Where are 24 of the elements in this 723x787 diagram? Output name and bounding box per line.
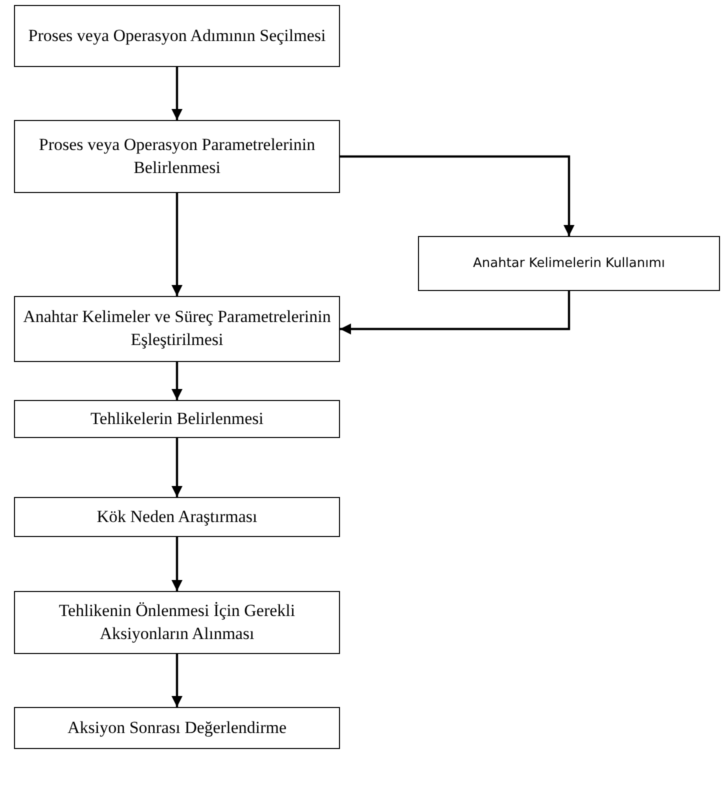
step-label: Proses veya Operasyon Parametrelerinin Belirlenmesi bbox=[38, 134, 316, 178]
arrow bbox=[172, 67, 182, 120]
step-label: Tehlikelerin Belirlenmesi bbox=[90, 408, 264, 430]
arrow bbox=[172, 537, 182, 591]
arrow bbox=[340, 291, 570, 334]
arrow bbox=[172, 193, 182, 296]
arrow bbox=[172, 438, 182, 497]
arrow bbox=[172, 654, 182, 707]
process-box bbox=[14, 120, 340, 193]
process-box bbox=[14, 5, 340, 67]
process-box bbox=[14, 591, 340, 654]
step-label: Aksiyon Sonrası Değerlendirme bbox=[67, 716, 287, 739]
process-box bbox=[14, 296, 340, 362]
process-box bbox=[14, 400, 340, 438]
step-label: Anahtar Kelimeler ve Süreç Parametrelerinin Eşleştirilmesi bbox=[23, 306, 331, 351]
process-box bbox=[14, 497, 340, 537]
step-label: Anahtar Kelimelerin Kullanımı bbox=[472, 254, 665, 272]
step-label: Tehlikenin Önlenmesi İçin Gerekli Aksiyonların Alınması bbox=[58, 600, 296, 645]
process-box bbox=[418, 236, 720, 291]
arrow bbox=[340, 155, 574, 236]
step-label: Kök Neden Araştırması bbox=[96, 506, 258, 528]
arrow bbox=[172, 362, 182, 400]
step-label: Proses veya Operasyon Adımının Seçilmesi bbox=[28, 24, 326, 47]
process-box bbox=[14, 707, 340, 749]
